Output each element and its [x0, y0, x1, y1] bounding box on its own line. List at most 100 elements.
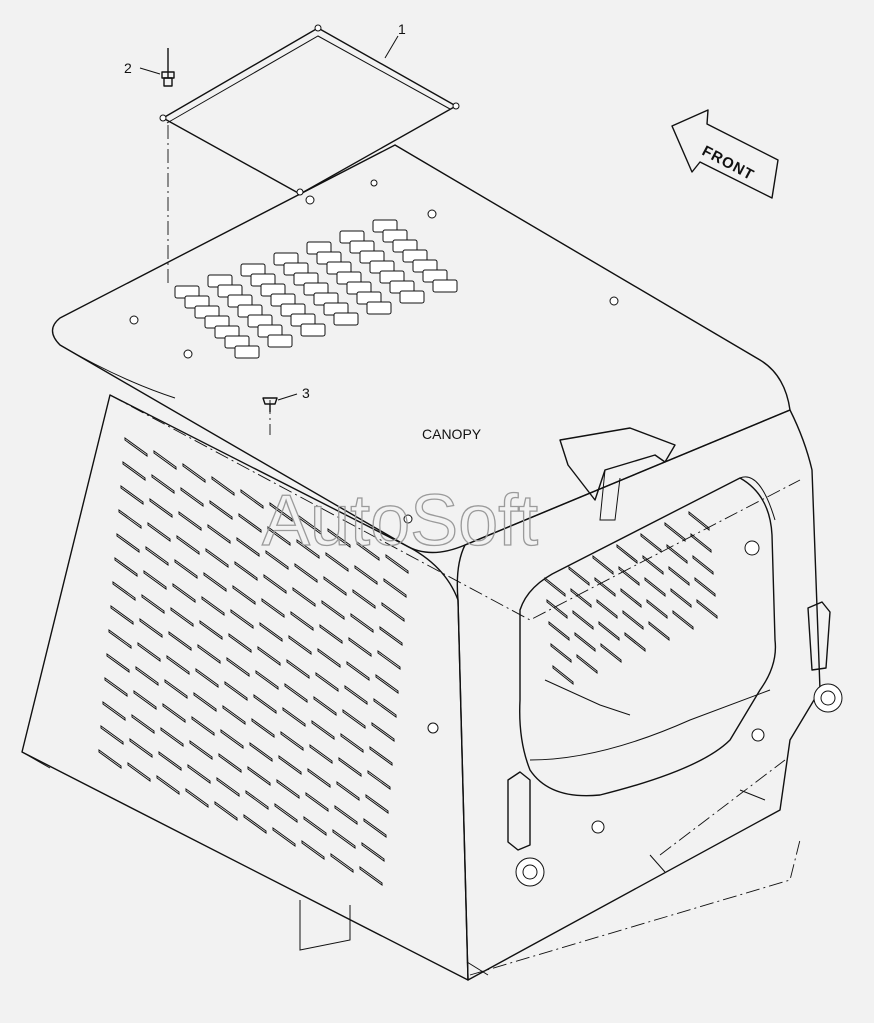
rear-grille-slot [385, 554, 409, 574]
rear-grille-slot [373, 698, 397, 718]
rear-grille-slot [377, 650, 401, 670]
rear-grille-slot [321, 600, 345, 620]
rear-grille-slot [309, 744, 333, 764]
rear-grille-slot [265, 550, 289, 570]
rear-grille-slot [247, 766, 271, 786]
rear-grille-slot [365, 794, 389, 814]
front-label: FRONT [699, 143, 757, 185]
rear-grille-slot [274, 803, 298, 823]
rear-grille-slot [162, 703, 186, 723]
rear-grille-slot [367, 770, 391, 790]
rear-grille-slot [269, 502, 293, 522]
front-grille [544, 510, 718, 686]
rear-grille-slot [226, 657, 250, 677]
rear-grille-slot [342, 709, 366, 729]
rear-grille-slot [354, 565, 378, 585]
rear-grille-slot [261, 598, 285, 618]
rear-grille-slot [160, 727, 184, 747]
rear-grille-slot [176, 535, 200, 555]
front-grille-slot [640, 532, 662, 554]
mount-bracket [559, 427, 676, 501]
rear-grille-slot [135, 666, 159, 686]
rear-grille-slot [114, 557, 138, 577]
cover-plate [162, 27, 457, 195]
rear-grille-slot [234, 561, 258, 581]
rear-grille-slot [359, 866, 383, 886]
front-grille-slot [644, 576, 666, 598]
rear-grille-slot [187, 764, 211, 784]
rear-grille-slot [185, 788, 209, 808]
rear-grille-slot [245, 790, 269, 810]
front-grille-slot [600, 642, 622, 664]
rear-grille-slot [205, 548, 229, 568]
front-grille-slot [572, 609, 594, 631]
front-grille-slot [646, 598, 668, 620]
rear-grille-slot [143, 570, 167, 590]
rear-grille-slot [325, 552, 349, 572]
rear-grille-slot [224, 681, 248, 701]
front-grille-slot [568, 565, 590, 587]
rear-grille-slot [220, 729, 244, 749]
rear-grille-slot [301, 840, 325, 860]
roof-grille-slot [366, 301, 392, 315]
rear-grille-slot [288, 635, 312, 655]
rear-grille-slot [145, 546, 169, 566]
rear-grille-slot [102, 701, 126, 721]
front-grille-slot [690, 532, 712, 554]
front-grille-slot [642, 554, 664, 576]
roof-grille-slot [234, 345, 260, 359]
rear-grille-slot [193, 692, 217, 712]
rear-grille-slot [197, 644, 221, 664]
part-number-1: 1 [398, 21, 406, 37]
rear-grille-slot [253, 694, 277, 714]
rear-grille-slot [122, 461, 146, 481]
rear-grille-slot [361, 842, 385, 862]
rear-grille-slot [98, 749, 122, 769]
rear-grille-slot [124, 437, 148, 457]
rear-grille-slot [338, 757, 362, 777]
rear-grille [98, 437, 409, 886]
rear-grille-slot [336, 781, 360, 801]
rear-grille-slot [201, 596, 225, 616]
front-grille-slot [546, 598, 568, 620]
rear-grille-slot [315, 672, 339, 692]
rear-grille-slot [238, 513, 262, 533]
front-grille-slot [668, 565, 690, 587]
front-grille-slot [666, 543, 688, 565]
rear-grille-slot [330, 853, 354, 873]
rear-grille-slot [298, 515, 322, 535]
front-grille-slot [618, 565, 640, 587]
rear-grille-slot [375, 674, 399, 694]
rear-grille-slot [276, 779, 300, 799]
rear-grille-slot [153, 450, 177, 470]
rear-grille-slot [164, 679, 188, 699]
roof-grille-slot [267, 334, 293, 348]
rear-grille-slot [290, 611, 314, 631]
front-grille-slot [688, 510, 710, 532]
rear-grille-slot [352, 589, 376, 609]
rear-grille-slot [381, 602, 405, 622]
rear-grille-slot [108, 629, 132, 649]
rear-grille-slot [240, 489, 264, 509]
canopy-side-frame [456, 409, 821, 981]
rear-grille-slot [327, 528, 351, 548]
rear-grille-slot [257, 646, 281, 666]
rear-grille-slot [267, 526, 291, 546]
roof-grille-slot [432, 279, 458, 293]
rear-grille-slot [323, 576, 347, 596]
rear-grille-slot [174, 559, 198, 579]
rear-grille-slot [371, 722, 395, 742]
rear-grille-slot [131, 714, 155, 734]
front-grille-slot [620, 587, 642, 609]
rear-grille-slot [133, 690, 157, 710]
rear-grille-slot [137, 642, 161, 662]
rear-grille-slot [313, 696, 337, 716]
rear-grille-slot [189, 740, 213, 760]
canopy-roof [51, 144, 791, 554]
rear-grille-slot [149, 498, 173, 518]
part-number-3: 3 [302, 385, 310, 401]
front-opening [519, 477, 777, 797]
rear-grille-slot [346, 661, 370, 681]
rear-grille-slot [305, 792, 329, 812]
rear-grille-slot [195, 668, 219, 688]
